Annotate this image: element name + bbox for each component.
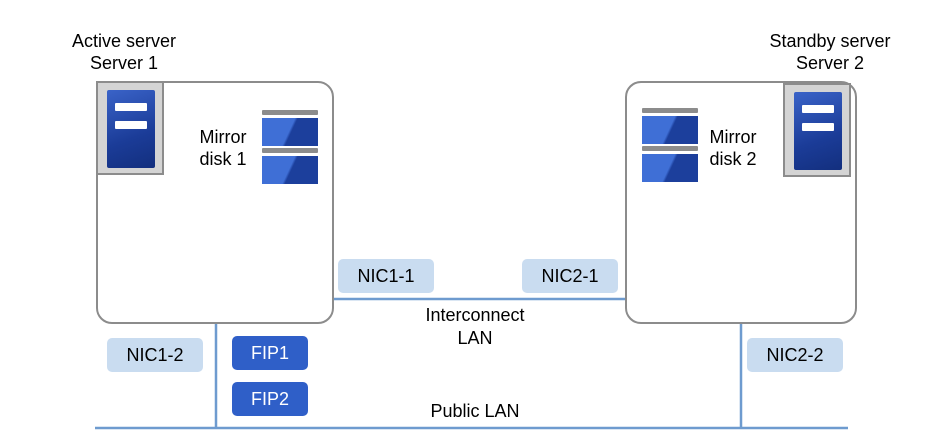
server2-tower-icon xyxy=(783,83,851,177)
nic2-2-badge: NIC2-2 xyxy=(747,338,843,372)
server1-name-label: Server 1 xyxy=(89,53,159,73)
server1-role-label: Active server xyxy=(71,31,177,51)
interconnect-lan-label-line1: Interconnect xyxy=(425,305,525,325)
fip1-badge: FIP1 xyxy=(232,336,308,370)
server2-disk-label-line2: disk 2 xyxy=(709,149,757,169)
mirror-disk2-icon xyxy=(642,108,698,182)
server2-role-label: Standby server xyxy=(769,31,891,51)
fip2-badge: FIP2 xyxy=(232,382,308,416)
server2-name-label: Server 2 xyxy=(795,53,865,73)
interconnect-lan-label-line2: LAN xyxy=(457,328,493,348)
mirror-disk1-icon xyxy=(262,110,318,184)
server1-disk-label-line2: disk 1 xyxy=(199,149,247,169)
nic1-2-badge: NIC1-2 xyxy=(107,338,203,372)
server1-tower-icon xyxy=(96,81,164,175)
nic2-1-badge: NIC2-1 xyxy=(522,259,618,293)
public-lan-label: Public LAN xyxy=(430,401,520,421)
nic1-1-badge: NIC1-1 xyxy=(338,259,434,293)
server2-disk-label-line1: Mirror xyxy=(709,127,757,147)
server1-disk-label-line1: Mirror xyxy=(199,127,247,147)
